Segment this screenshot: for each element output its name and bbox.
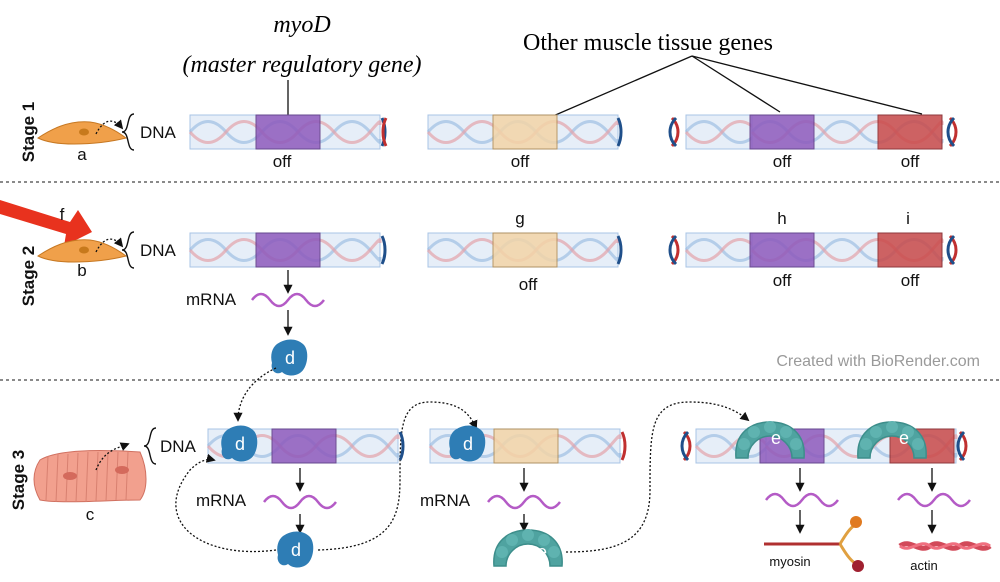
cell-b (37, 239, 127, 263)
stage-2-label: Stage 2 (19, 246, 38, 306)
label-b: b (77, 261, 86, 280)
protein-d-label-s3: d (291, 540, 301, 560)
signal-arrow-f (0, 200, 92, 246)
pointer-line-i (691, 55, 923, 115)
mrna-s3a (262, 494, 338, 510)
gene-description-label: (master regulatory gene) (182, 52, 421, 78)
dna-brace-2 (121, 231, 135, 269)
dna-brace-3 (143, 427, 157, 465)
gene-h-s1 (749, 114, 815, 150)
myod-gene-s2 (255, 232, 321, 268)
off-label-g-s1: off (511, 152, 530, 171)
e-to-genes-arrow (565, 401, 750, 553)
pointer-line-g (529, 55, 693, 127)
other-genes-label: Other muscle tissue genes (523, 30, 773, 56)
d-feedback-arrow (175, 453, 277, 553)
dna-end-caps (380, 116, 968, 462)
dna-label-1: DNA (140, 123, 177, 142)
cell-a (37, 121, 127, 145)
label-g: g (515, 209, 524, 228)
mrna-s3b (486, 494, 562, 510)
actin-label: actin (910, 558, 937, 573)
actin-filament (898, 541, 992, 551)
off-label-h-s1: off (773, 152, 792, 171)
stage-1-label: Stage 1 (19, 102, 38, 162)
protein-e-s3 (493, 528, 563, 567)
myod-gene-s3 (271, 428, 337, 464)
gene-h-s2 (749, 232, 815, 268)
label-f: f (60, 205, 65, 224)
protein-d-on-g-label: d (463, 434, 473, 454)
pointer-line-h (691, 55, 781, 113)
protein-e-label-s3: e (537, 542, 547, 562)
mrna-h (764, 492, 840, 508)
stage-3-label: Stage 3 (9, 450, 28, 510)
gene-g-s3 (493, 428, 559, 464)
label-c: c (86, 505, 95, 524)
mrna-label-s3a: mRNA (196, 491, 247, 510)
label-h: h (777, 209, 786, 228)
dna-brace-1 (121, 113, 135, 151)
off-label-h-s2: off (773, 271, 792, 290)
off-label-myod-s1: off (273, 152, 292, 171)
dna-label-2: DNA (140, 241, 177, 260)
muscle-fiber-c (33, 449, 147, 503)
off-label-i-s1: off (901, 152, 920, 171)
d-to-gene-g-arrow (317, 401, 478, 551)
protein-e-on-h-label: e (771, 428, 781, 448)
myosin-filament (764, 516, 864, 572)
protein-d-bound-label-s3: d (235, 434, 245, 454)
gene-i-s2 (877, 232, 943, 268)
d-to-myod-arrow (233, 367, 277, 422)
label-i: i (906, 209, 910, 228)
off-label-g-s2: off (519, 275, 538, 294)
dna-label-3: DNA (160, 437, 197, 456)
gene-g-s2 (492, 232, 558, 268)
myod-gene-s1 (255, 114, 321, 150)
myosin-label: myosin (769, 554, 810, 569)
protein-e-on-i-label: e (899, 428, 909, 448)
gene-g-s1 (492, 114, 558, 150)
gene-i-s1 (877, 114, 943, 150)
cell-c-dna-arrow (95, 442, 130, 471)
off-label-i-s2: off (901, 271, 920, 290)
mrna-s2 (250, 292, 326, 308)
mrna-label-s3b: mRNA (420, 491, 471, 510)
protein-d-label-s2: d (285, 348, 295, 368)
gene-name-label: myoD (273, 12, 330, 38)
label-a: a (77, 145, 87, 164)
watermark: Created with BioRender.com (776, 353, 980, 370)
mrna-label-s2: mRNA (186, 290, 237, 309)
mrna-i (896, 492, 972, 508)
